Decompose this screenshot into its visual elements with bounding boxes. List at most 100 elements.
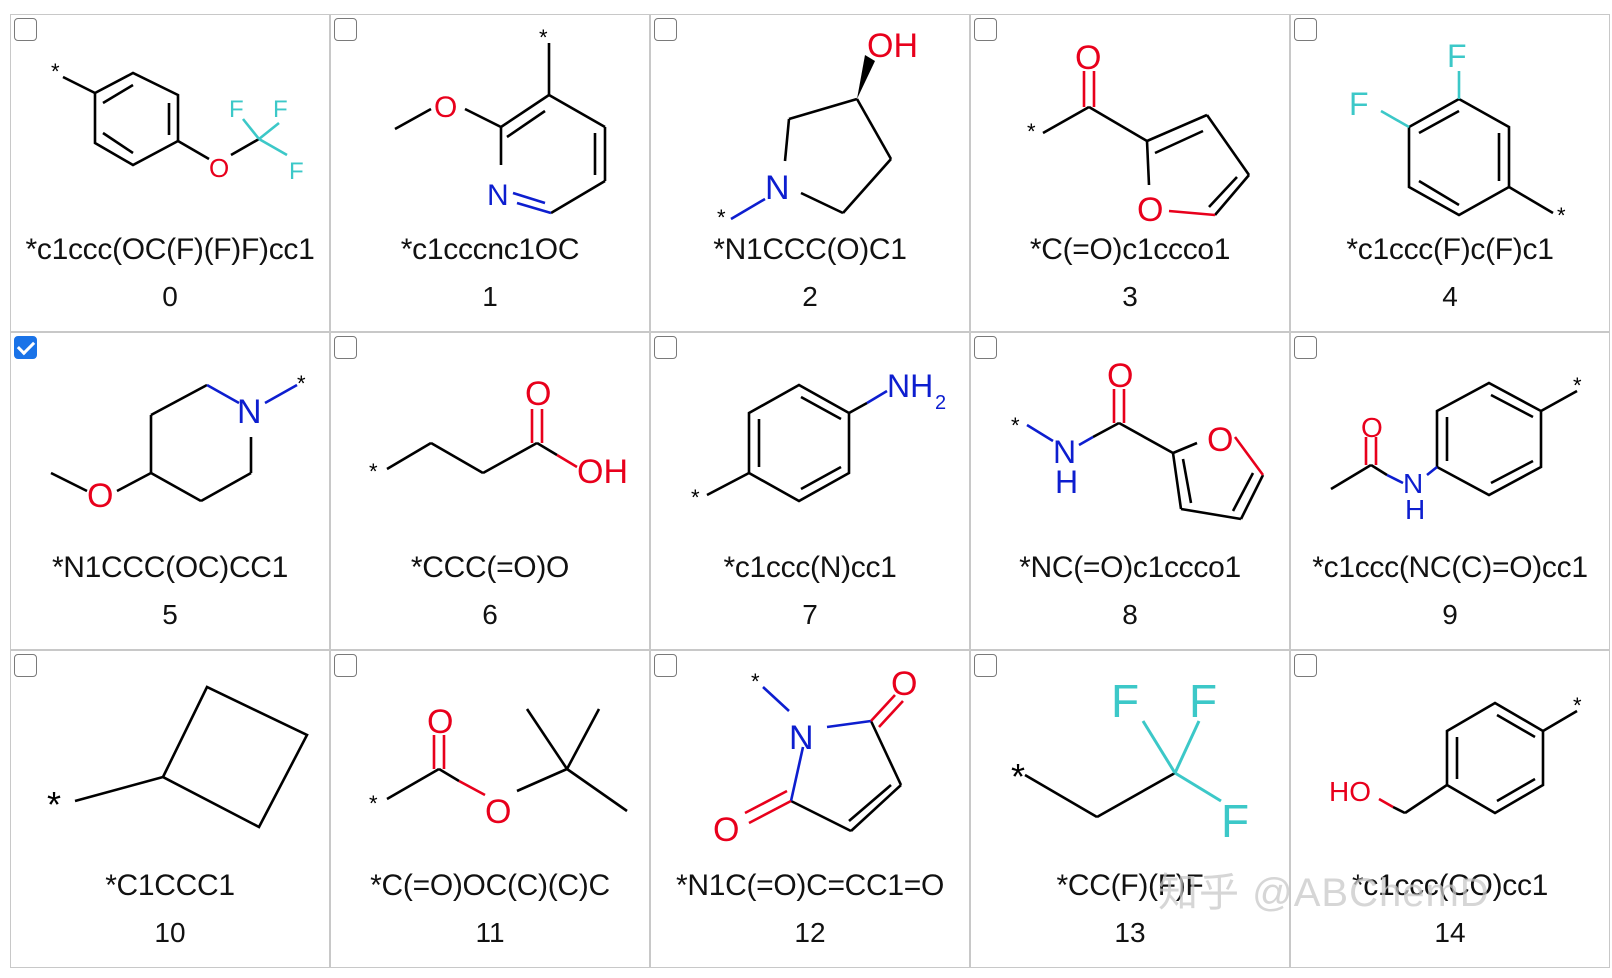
select-checkbox[interactable] bbox=[14, 336, 37, 359]
svg-text:*: * bbox=[1027, 119, 1036, 144]
svg-text:F: F bbox=[1221, 795, 1249, 847]
svg-text:O: O bbox=[1361, 412, 1383, 443]
molecule-index: 5 bbox=[162, 599, 178, 630]
svg-text:O: O bbox=[1075, 39, 1101, 77]
smiles-label: *N1C(=O)C=CC1=O bbox=[675, 869, 945, 902]
molecule-cell[interactable]: * HO *c1ccc(CO)cc1 14 bbox=[1290, 650, 1610, 968]
select-checkbox[interactable] bbox=[654, 18, 677, 41]
svg-text:*: * bbox=[1573, 373, 1582, 398]
smiles-label: *CCC(=O)O bbox=[410, 551, 570, 584]
smiles-label: *c1ccc(NC(C)=O)cc1 bbox=[1312, 551, 1588, 584]
select-checkbox[interactable] bbox=[654, 654, 677, 677]
molecule-structure: * O N H bbox=[1330, 373, 1582, 525]
molecule-cell[interactable]: * N OH *N1CCC(O)C1 2 bbox=[650, 14, 970, 332]
molecule-structure: * N H O O bbox=[1011, 357, 1265, 521]
svg-text:*: * bbox=[1573, 693, 1582, 718]
molecule-grid: * O F F F *c1ccc(OC(F)(F)F)cc1 0 * O N *… bbox=[10, 14, 1610, 968]
smiles-label: *N1CCC(O)C1 bbox=[713, 233, 907, 266]
molecule-index: 9 bbox=[1442, 599, 1458, 630]
smiles-label: *C1CCC1 bbox=[105, 869, 235, 902]
select-checkbox[interactable] bbox=[974, 18, 997, 41]
molecule-index: 13 bbox=[1114, 917, 1146, 948]
svg-text:N: N bbox=[1403, 468, 1423, 499]
smiles-label: *C(=O)c1ccco1 bbox=[1029, 233, 1231, 266]
molecule-index: 2 bbox=[802, 281, 818, 312]
svg-text:O: O bbox=[209, 153, 229, 183]
svg-text:N: N bbox=[237, 393, 262, 431]
smiles-label: *N1CCC(OC)CC1 bbox=[51, 551, 289, 584]
select-checkbox[interactable] bbox=[974, 336, 997, 359]
molecule-cell[interactable]: * O O *C(=O)c1ccco1 3 bbox=[970, 14, 1290, 332]
svg-text:O: O bbox=[87, 477, 113, 515]
molecule-index: 11 bbox=[475, 917, 505, 948]
molecule-cell[interactable]: * *C1CCC1 10 bbox=[10, 650, 330, 968]
smiles-label: *c1ccc(OC(F)(F)F)cc1 bbox=[25, 233, 315, 266]
svg-text:O: O bbox=[525, 375, 551, 413]
svg-text:*: * bbox=[1557, 203, 1566, 228]
molecule-cell[interactable]: * O N *c1cccnc1OC 1 bbox=[330, 14, 650, 332]
molecule-structure: * N O bbox=[50, 371, 306, 515]
molecule-index: 8 bbox=[1122, 599, 1138, 630]
select-checkbox[interactable] bbox=[1294, 654, 1317, 677]
molecule-index: 0 bbox=[162, 281, 178, 312]
molecule-structure: * F F bbox=[1349, 38, 1566, 228]
smiles-label: *NC(=O)c1ccco1 bbox=[1019, 551, 1241, 584]
smiles-label: *CC(F)(F)F bbox=[1056, 869, 1204, 902]
svg-text:O: O bbox=[434, 91, 457, 124]
select-checkbox[interactable] bbox=[334, 18, 357, 41]
select-checkbox[interactable] bbox=[14, 18, 37, 41]
svg-text:*: * bbox=[751, 669, 760, 694]
svg-text:*: * bbox=[691, 485, 700, 510]
svg-text:*: * bbox=[1011, 413, 1020, 438]
molecule-cell[interactable]: * O N H *c1ccc(NC(C)=O)cc1 9 bbox=[1290, 332, 1610, 650]
svg-text:F: F bbox=[289, 158, 304, 185]
molecule-cell[interactable]: * N O *N1CCC(OC)CC1 5 bbox=[10, 332, 330, 650]
molecule-index: 10 bbox=[154, 917, 186, 948]
select-checkbox[interactable] bbox=[654, 336, 677, 359]
svg-text:N: N bbox=[487, 179, 509, 212]
svg-text:O: O bbox=[713, 811, 739, 849]
svg-text:N: N bbox=[789, 719, 814, 757]
molecule-structure: * O O bbox=[369, 703, 628, 831]
select-checkbox[interactable] bbox=[1294, 18, 1317, 41]
svg-text:*: * bbox=[297, 371, 306, 396]
molecule-cell[interactable]: * O OH *CCC(=O)O 6 bbox=[330, 332, 650, 650]
molecule-index: 14 bbox=[1434, 917, 1466, 948]
molecule-structure: * F F F bbox=[1011, 675, 1249, 847]
select-checkbox[interactable] bbox=[974, 654, 997, 677]
molecule-structure: * O OH bbox=[369, 375, 628, 491]
molecule-cell[interactable]: * F F *c1ccc(F)c(F)c1 4 bbox=[1290, 14, 1610, 332]
svg-text:F: F bbox=[1447, 38, 1467, 74]
svg-text:O: O bbox=[1137, 191, 1163, 229]
select-checkbox[interactable] bbox=[334, 654, 357, 677]
select-checkbox[interactable] bbox=[14, 654, 37, 677]
molecule-cell[interactable]: * N H O O *NC(=O)c1ccco1 8 bbox=[970, 332, 1290, 650]
svg-text:N: N bbox=[765, 169, 790, 207]
molecule-index: 4 bbox=[1442, 281, 1458, 312]
select-checkbox[interactable] bbox=[1294, 336, 1317, 359]
svg-text:O: O bbox=[891, 665, 917, 703]
svg-text:2: 2 bbox=[935, 392, 946, 414]
molecule-cell[interactable]: * O F F F *c1ccc(OC(F)(F)F)cc1 0 bbox=[10, 14, 330, 332]
molecule-cell[interactable]: * F F F *CC(F)(F)F 13 bbox=[970, 650, 1290, 968]
svg-text:F: F bbox=[1111, 675, 1139, 727]
molecule-cell[interactable]: * O O *C(=O)OC(C)(C)C 11 bbox=[330, 650, 650, 968]
svg-text:F: F bbox=[273, 96, 288, 123]
molecule-structure: * O O bbox=[1027, 39, 1251, 229]
smiles-label: *c1cccnc1OC bbox=[400, 233, 580, 266]
svg-text:O: O bbox=[1207, 421, 1233, 459]
molecule-structure: * O N bbox=[394, 25, 607, 215]
smiles-label: *c1ccc(CO)cc1 bbox=[1351, 869, 1549, 902]
molecule-structure: * HO bbox=[1329, 693, 1582, 815]
svg-text:F: F bbox=[1189, 675, 1217, 727]
svg-text:OH: OH bbox=[867, 27, 918, 65]
select-checkbox[interactable] bbox=[334, 336, 357, 359]
smiles-label: *c1ccc(N)cc1 bbox=[723, 551, 897, 584]
molecule-cell[interactable]: * NH 2 *c1ccc(N)cc1 7 bbox=[650, 332, 970, 650]
molecule-structure: * O F F F bbox=[51, 59, 304, 185]
smiles-label: *C(=O)OC(C)(C)C bbox=[370, 869, 610, 902]
molecule-cell[interactable]: * N O O *N1C(=O)C=CC1=O 12 bbox=[650, 650, 970, 968]
svg-text:*: * bbox=[369, 791, 378, 816]
molecule-structure: * N OH bbox=[717, 27, 918, 230]
molecule-index: 12 bbox=[794, 917, 826, 948]
